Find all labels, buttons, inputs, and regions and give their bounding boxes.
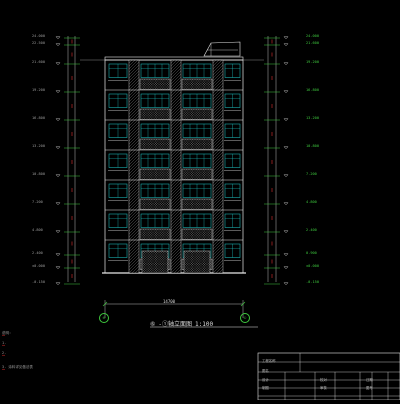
caption-symbol: ⑥ [150,321,156,328]
level-marker-left [55,62,61,66]
tb-date-label: 日期 [366,378,373,382]
balcony-panel [139,198,171,210]
balcony-panel [139,108,171,120]
level-marker-right [283,43,289,47]
tb-no-label: 图号 [366,386,373,390]
roof-parapet [104,56,244,61]
tb-row-2: 校对 [320,378,327,382]
level-label-right: 0.900 [306,251,317,255]
level-marker-right [283,282,289,286]
note-line-0: 说明: [2,331,12,335]
level-label-right: 10.800 [306,144,319,148]
level-label-left: 22.500 [32,41,45,45]
level-marker-left [55,202,61,206]
dim-tick [102,301,108,307]
roof-stair-canopy [203,41,241,57]
caption-scale: 1:100 [195,321,214,328]
balcony-panel [181,168,213,180]
level-marker-left [55,90,61,94]
level-label-left: 24.000 [32,34,45,38]
level-label-right: 19.200 [306,60,319,64]
balcony-panel [181,138,213,150]
level-label-left: -0.150 [32,280,45,284]
title-block: 工程名称 图名 设计 制图 校对 审核 日期 图号 [258,353,400,400]
level-marker-left [55,230,61,234]
level-label-right: 16.800 [306,88,319,92]
balcony-panel [139,228,171,240]
level-marker-right [283,253,289,257]
level-label-right: 2.400 [306,228,317,232]
level-label-left: 16.800 [32,116,45,120]
overall-width-dimension: 14700 [163,299,176,304]
tb-row-0: 设计 [262,378,269,382]
pilaster [128,59,140,274]
level-label-left: 19.200 [32,88,45,92]
axis-bubble-right: ① [240,313,250,323]
note-line-2: 2. [2,351,7,355]
balcony-panel [139,168,171,180]
level-marker-left [55,266,61,270]
level-label-right: 7.200 [306,172,317,176]
balcony-panel [181,78,213,90]
level-marker-right [283,146,289,150]
level-marker-right [283,36,289,40]
level-label-right: 24.000 [306,34,319,38]
balcony-panel [181,108,213,120]
balcony-panel [139,78,171,90]
level-label-right: ±0.000 [306,264,319,268]
level-label-right: -0.150 [306,280,319,284]
tb-drawing-label: 图名 [262,369,269,373]
level-label-right: 4.800 [306,200,317,204]
pilaster [212,59,224,274]
tb-row-3: 审核 [320,386,327,390]
tb-row-1: 制图 [262,386,269,390]
caption-title: -①轴立面图 [158,321,193,328]
level-label-left: 13.200 [32,144,45,148]
level-marker-left [55,282,61,286]
pilaster [170,59,182,274]
entrance-panel [183,250,211,274]
level-marker-right [283,266,289,270]
level-label-left: ±0.000 [32,264,45,268]
level-marker-right [283,90,289,94]
level-label-right: 21.600 [306,41,319,45]
level-marker-left [55,43,61,47]
level-marker-right [283,118,289,122]
note-line-1: 1. [2,341,7,345]
tb-project-label: 工程名称 [262,359,276,363]
level-marker-right [283,174,289,178]
level-marker-right [283,202,289,206]
level-marker-right [283,62,289,66]
level-marker-left [55,36,61,40]
balcony-panel [139,138,171,150]
level-marker-left [55,118,61,122]
level-label-left: 4.800 [32,228,43,232]
level-label-left: 7.200 [32,200,43,204]
level-label-left: 21.600 [32,60,45,64]
balcony-panel [181,198,213,210]
axis-bubble-left: ⑥ [99,313,109,323]
level-marker-left [55,253,61,257]
dim-tick [240,301,246,307]
entrance-panel [141,250,169,274]
level-label-left: 2.400 [32,251,43,255]
level-marker-left [55,174,61,178]
level-marker-right [283,230,289,234]
note-line-3: 3. 涂料详见做法表 [2,365,33,369]
level-label-left: 10.800 [32,172,45,176]
balcony-panel [181,228,213,240]
level-marker-left [55,146,61,150]
level-label-right: 13.200 [306,116,319,120]
